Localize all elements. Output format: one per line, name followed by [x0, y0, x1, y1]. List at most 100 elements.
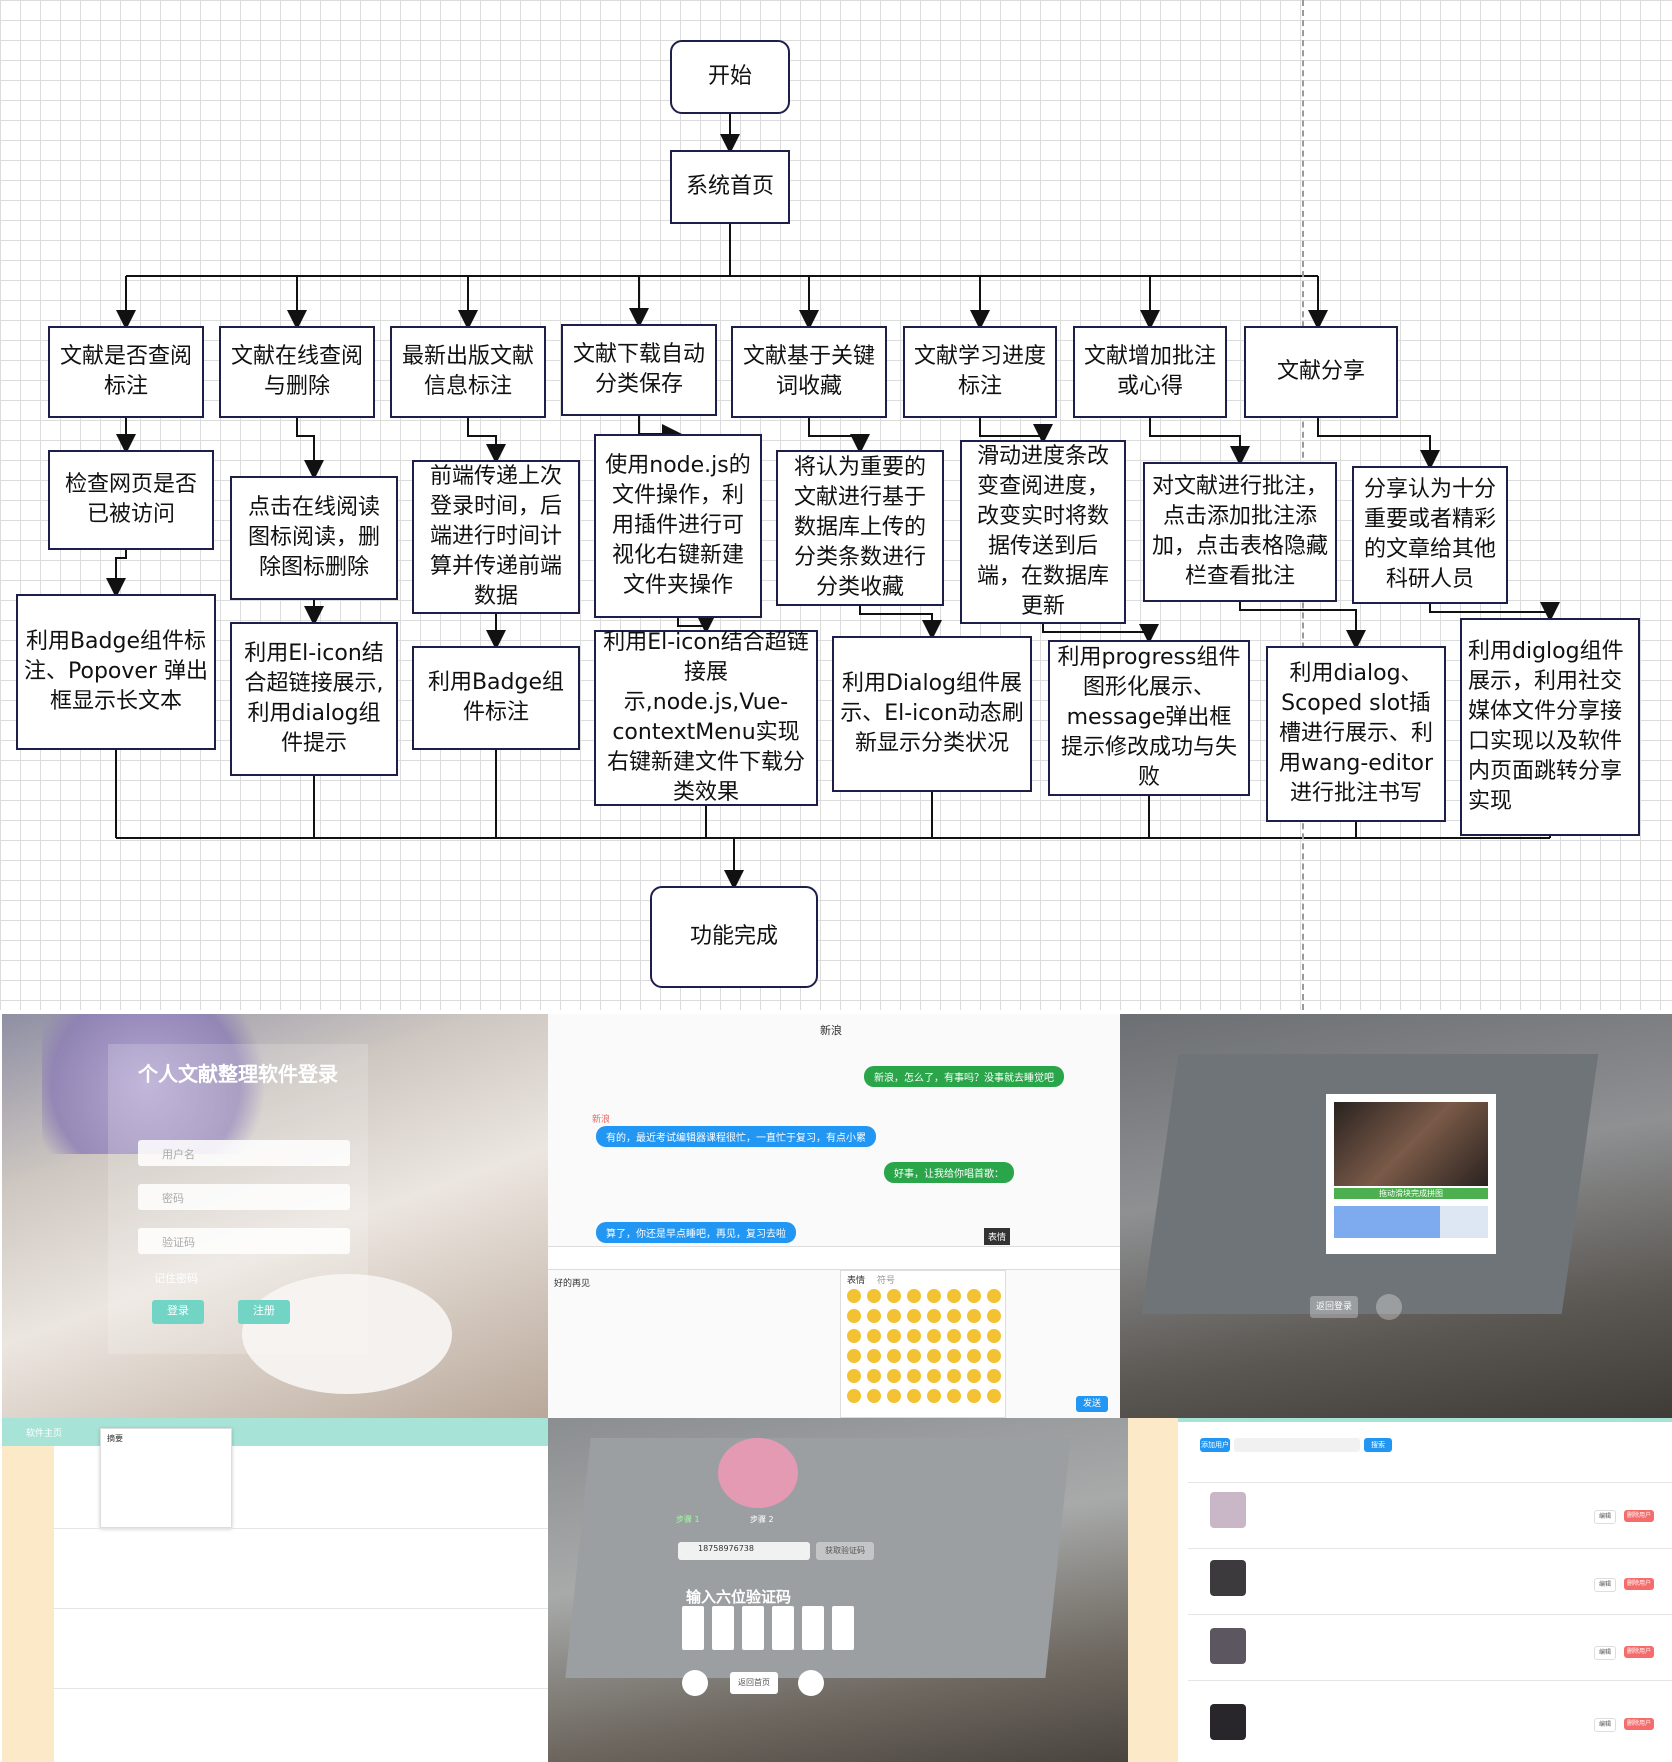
code-digit-cell[interactable]	[772, 1606, 794, 1650]
captcha-input[interactable]: 验证码	[138, 1228, 350, 1254]
register-button[interactable]: 注册	[238, 1300, 290, 1324]
emoji-icon[interactable]	[847, 1329, 861, 1343]
emoji-icon[interactable]	[927, 1369, 941, 1383]
emoji-icon[interactable]	[967, 1289, 981, 1303]
emoji-icon[interactable]	[887, 1289, 901, 1303]
emoji-icon[interactable]	[847, 1349, 861, 1363]
emoji-icon[interactable]	[967, 1349, 981, 1363]
emoji-icon[interactable]	[947, 1289, 961, 1303]
table-row	[54, 1688, 548, 1762]
avatar	[1210, 1704, 1246, 1740]
emoji-icon[interactable]	[987, 1369, 1001, 1383]
code-digit-cell[interactable]	[832, 1606, 854, 1650]
send-code-button[interactable]: 获取验证码	[816, 1542, 874, 1560]
emoji-icon[interactable]	[987, 1309, 1001, 1323]
captcha-placeholder: 验证码	[162, 1234, 195, 1250]
emoji-icon[interactable]	[887, 1389, 901, 1403]
emoji-icon[interactable]	[907, 1389, 921, 1403]
edit-button[interactable]: 编辑	[1594, 1718, 1616, 1732]
captcha-slider-fill	[1334, 1206, 1440, 1238]
connector	[980, 418, 1043, 440]
emoji-icon[interactable]	[927, 1289, 941, 1303]
delete-user-button[interactable]: 删除用户	[1624, 1510, 1654, 1522]
captcha-slider-track[interactable]	[1334, 1206, 1488, 1238]
emoji-icon[interactable]	[967, 1329, 981, 1343]
emoji-grid[interactable]	[847, 1289, 1005, 1407]
emoji-icon[interactable]	[947, 1349, 961, 1363]
edit-button[interactable]: 编辑	[1594, 1646, 1616, 1660]
app-title: 软件主页	[26, 1426, 62, 1439]
emoji-icon[interactable]	[867, 1329, 881, 1343]
emoji-icon[interactable]	[947, 1309, 961, 1323]
emoji-icon[interactable]	[867, 1349, 881, 1363]
username-input[interactable]: 用户名	[138, 1140, 350, 1166]
login-title: 个人文献整理软件登录	[138, 1058, 338, 1087]
emoji-icon[interactable]	[907, 1349, 921, 1363]
emoji-icon[interactable]	[967, 1369, 981, 1383]
emoji-icon[interactable]	[927, 1389, 941, 1403]
table-row	[54, 1528, 548, 1607]
emoji-icon[interactable]	[927, 1349, 941, 1363]
delete-user-button[interactable]: 删除用户	[1624, 1578, 1654, 1590]
flowchart-canvas: 开始 系统首页 文献是否查阅标注 文献在线查阅与删除 最新出版文献信息标注 文献…	[0, 0, 1672, 1010]
emoji-icon[interactable]	[947, 1369, 961, 1383]
code-digit-cell[interactable]	[742, 1606, 764, 1650]
emoji-icon[interactable]	[987, 1329, 1001, 1343]
emoji-icon[interactable]	[947, 1389, 961, 1403]
emoji-icon[interactable]	[887, 1309, 901, 1323]
emoji-icon[interactable]	[907, 1289, 921, 1303]
emoji-icon[interactable]	[847, 1309, 861, 1323]
emoji-icon[interactable]	[867, 1309, 881, 1323]
emoji-icon[interactable]	[887, 1349, 901, 1363]
emoji-icon[interactable]	[867, 1369, 881, 1383]
user-management-screenshot: 添加用户 搜索 编辑 删除用户 编辑 删除用户 编辑 删除用户 编辑 删除用户	[1128, 1418, 1672, 1762]
emoji-icon[interactable]	[867, 1289, 881, 1303]
prev-arrow-button[interactable]	[682, 1670, 708, 1696]
emoji-icon[interactable]	[907, 1309, 921, 1323]
emoji-icon[interactable]	[987, 1289, 1001, 1303]
emoji-tab-symbols[interactable]: 符号	[877, 1273, 895, 1286]
next-arrow-button[interactable]	[1376, 1294, 1402, 1320]
emoji-panel: 表情 符号	[840, 1270, 1006, 1418]
emoji-icon[interactable]	[967, 1309, 981, 1323]
emoji-icon[interactable]	[887, 1369, 901, 1383]
emoji-icon[interactable]	[847, 1289, 861, 1303]
search-button[interactable]: 搜索	[1364, 1438, 1392, 1452]
next-arrow-button[interactable]	[798, 1670, 824, 1696]
emoji-icon[interactable]	[907, 1329, 921, 1343]
back-home-button[interactable]: 返回首页	[730, 1672, 778, 1694]
code-digit-cell[interactable]	[712, 1606, 734, 1650]
code-digit-cell[interactable]	[682, 1606, 704, 1650]
phone-input[interactable]: 18758976738	[678, 1542, 810, 1560]
delete-user-button[interactable]: 删除用户	[1624, 1646, 1654, 1658]
emoji-icon[interactable]	[927, 1309, 941, 1323]
editor-content[interactable]: 好的再见	[554, 1276, 590, 1289]
emoji-icon[interactable]	[847, 1389, 861, 1403]
emoji-icon[interactable]	[927, 1329, 941, 1343]
remember-checkbox[interactable]: 记住密码	[154, 1270, 198, 1286]
emoji-icon[interactable]	[987, 1389, 1001, 1403]
code-digit-cell[interactable]	[802, 1606, 824, 1650]
emoji-icon[interactable]	[867, 1389, 881, 1403]
connector	[639, 416, 678, 434]
edit-button[interactable]: 编辑	[1594, 1510, 1616, 1524]
send-button[interactable]: 发送	[1076, 1396, 1108, 1412]
emoji-icon[interactable]	[847, 1369, 861, 1383]
emoji-icon[interactable]	[887, 1329, 901, 1343]
password-input[interactable]: 密码	[138, 1184, 350, 1210]
emoji-icon[interactable]	[987, 1349, 1001, 1363]
emoji-icon[interactable]	[947, 1329, 961, 1343]
emoji-icon[interactable]	[967, 1389, 981, 1403]
sidebar[interactable]	[1128, 1418, 1178, 1762]
edit-button[interactable]: 编辑	[1594, 1578, 1616, 1592]
table-header-bar: 软件主页	[2, 1418, 548, 1446]
back-to-login-button[interactable]: 返回登录	[1310, 1296, 1358, 1318]
search-input[interactable]	[1234, 1438, 1360, 1452]
add-user-button[interactable]: 添加用户	[1200, 1438, 1230, 1452]
editor-toolbar[interactable]	[548, 1246, 1120, 1270]
sidebar[interactable]	[2, 1446, 54, 1762]
login-button[interactable]: 登录	[152, 1300, 204, 1324]
emoji-icon[interactable]	[907, 1369, 921, 1383]
emoji-tab-faces[interactable]: 表情	[847, 1273, 865, 1286]
delete-user-button[interactable]: 删除用户	[1624, 1718, 1654, 1730]
